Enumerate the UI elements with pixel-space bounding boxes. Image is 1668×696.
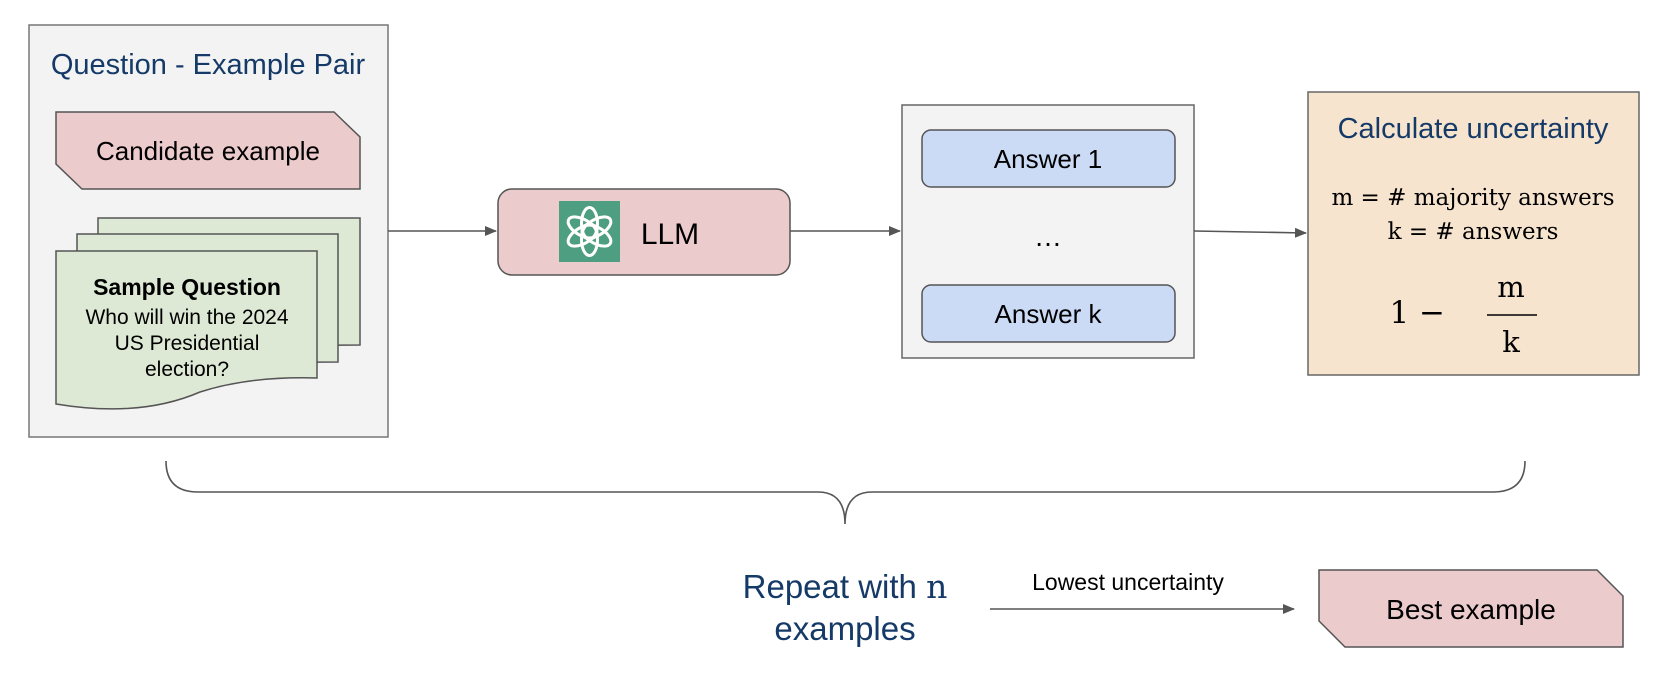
sample-question-document	[55, 250, 318, 410]
answer-k-box: Answer k	[921, 284, 1176, 343]
best-example-label: Best example	[1386, 594, 1556, 625]
sample-question-line-2: US Presidential	[115, 332, 260, 355]
sample-question-line-3: election?	[145, 358, 229, 381]
answer-1-box: Answer 1	[921, 129, 1176, 188]
formula-denominator: k	[1502, 325, 1520, 359]
repeat-curly-brace	[165, 460, 1526, 525]
definition-k: k = # answers	[1388, 219, 1559, 245]
sample-question-stack: Sample Question Who will win the 2024 US…	[55, 217, 361, 410]
answers-panel: Answer 1 … Answer k	[901, 104, 1195, 359]
question-example-pair-title: Question - Example Pair	[51, 49, 366, 81]
uncertainty-formula: 1 − m k	[1389, 270, 1537, 359]
llm-box: LLM	[497, 188, 791, 276]
answers-ellipsis: …	[1034, 221, 1062, 252]
answer-1-label: Answer 1	[994, 144, 1102, 174]
lowest-uncertainty-label: Lowest uncertainty	[1032, 569, 1224, 595]
repeat-variable-n: n	[926, 567, 947, 606]
best-example-card: Best example	[1318, 569, 1624, 648]
candidate-example-label: Candidate example	[96, 136, 320, 166]
answer-k-label: Answer k	[995, 299, 1103, 329]
llm-label: LLM	[641, 218, 699, 251]
repeat-line1-prefix: Repeat with	[743, 568, 926, 605]
repeat-line2: examples	[774, 610, 915, 647]
svg-text:Repeat with n: Repeat with n	[743, 567, 948, 606]
arrow-answers-to-uncertainty	[1193, 227, 1307, 238]
question-example-pair-panel: Question - Example Pair Candidate exampl…	[28, 24, 389, 438]
formula-numerator: m	[1497, 270, 1525, 304]
definition-m: m = # majority answers	[1331, 185, 1614, 211]
candidate-example-card: Candidate example	[55, 111, 361, 190]
repeat-label: Repeat with n examples	[743, 567, 948, 647]
formula-lhs: 1 −	[1389, 295, 1445, 331]
sample-question-title: Sample Question	[93, 274, 281, 300]
openai-logo-icon	[559, 201, 620, 262]
uncertainty-title: Calculate uncertainty	[1338, 113, 1609, 145]
uncertainty-panel: Calculate uncertainty m = # majority ans…	[1307, 91, 1640, 376]
sample-question-line-1: Who will win the 2024	[85, 306, 288, 329]
